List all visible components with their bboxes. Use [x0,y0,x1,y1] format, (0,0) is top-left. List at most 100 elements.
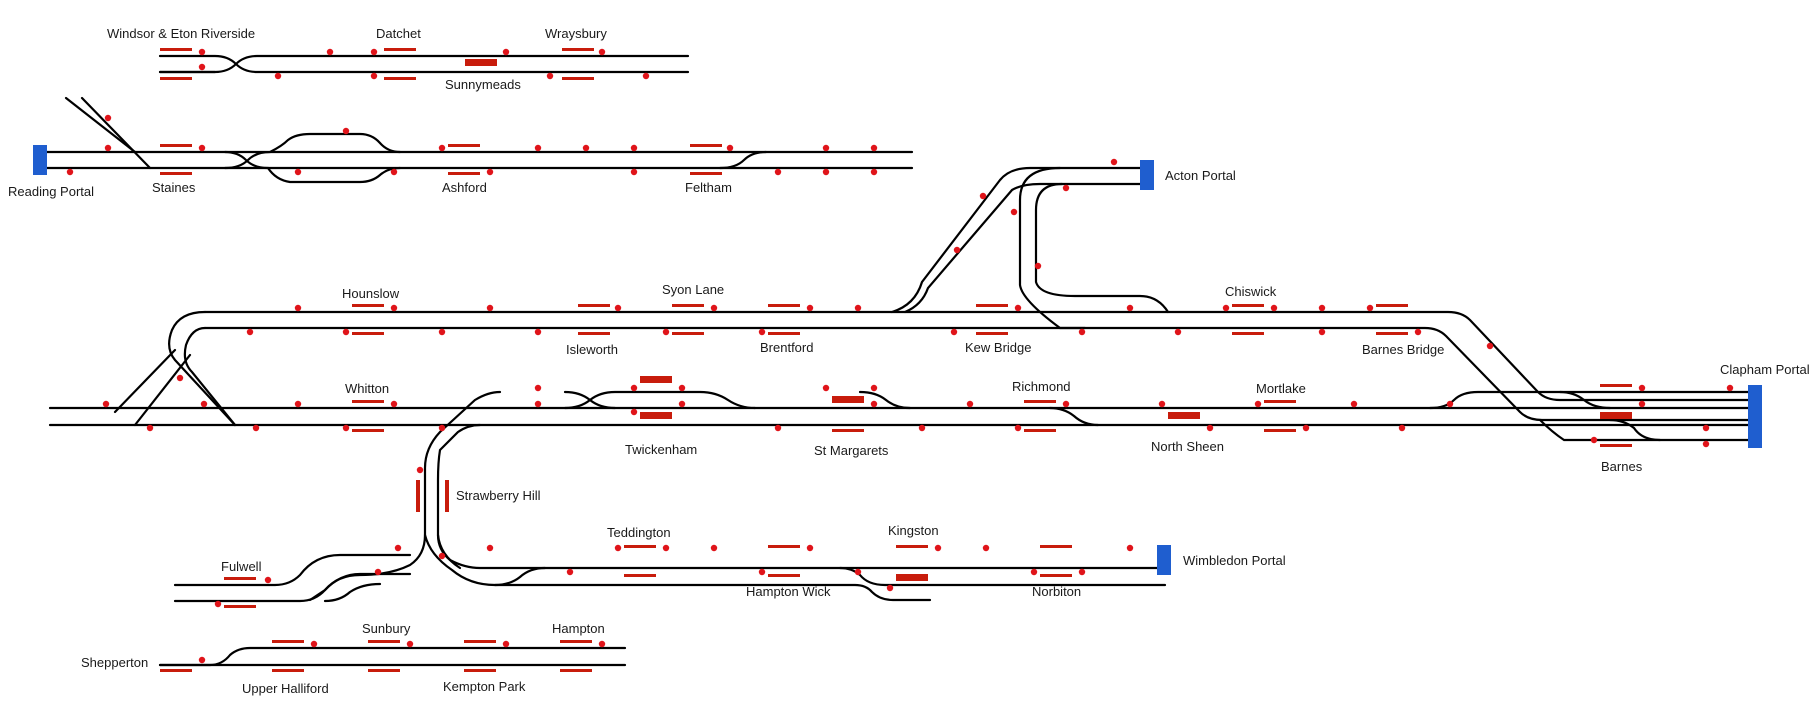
signal[interactable] [1206,424,1214,432]
shepperton-branch-track[interactable] [158,646,627,667]
signal[interactable] [1014,424,1022,432]
signal[interactable] [198,48,206,56]
signal[interactable] [198,656,206,664]
signal[interactable] [822,144,830,152]
signal[interactable] [198,144,206,152]
signal[interactable] [642,72,650,80]
signal[interactable] [502,640,510,648]
signal[interactable] [1318,328,1326,336]
signal[interactable] [774,168,782,176]
signal[interactable] [294,400,302,408]
signal[interactable] [390,168,398,176]
signal[interactable] [390,400,398,408]
signal[interactable] [710,304,718,312]
hounslow-line-track[interactable] [113,310,1754,427]
signal[interactable] [934,544,942,552]
signal[interactable] [534,144,542,152]
signal[interactable] [1318,304,1326,312]
signal[interactable] [342,127,350,135]
signal[interactable] [710,544,718,552]
windsor-branch-track[interactable] [158,54,690,74]
signal[interactable] [1062,184,1070,192]
signal[interactable] [294,304,302,312]
signal[interactable] [274,72,282,80]
signal[interactable] [486,304,494,312]
signal[interactable] [870,168,878,176]
signal[interactable] [614,544,622,552]
signal[interactable] [1158,400,1166,408]
signal[interactable] [1350,400,1358,408]
signal[interactable] [104,144,112,152]
signal[interactable] [310,640,318,648]
signal[interactable] [1034,262,1042,270]
signal[interactable] [630,144,638,152]
reading-line-track[interactable] [38,96,914,184]
signal[interactable] [534,328,542,336]
signal[interactable] [1010,208,1018,216]
clapham-portal-block[interactable] [1748,385,1762,448]
signal[interactable] [806,304,814,312]
signal[interactable] [486,168,494,176]
signal[interactable] [598,640,606,648]
signal[interactable] [1638,400,1646,408]
signal[interactable] [176,374,184,382]
signal[interactable] [438,144,446,152]
signal[interactable] [758,328,766,336]
signal[interactable] [950,328,958,336]
signal[interactable] [1702,424,1710,432]
signal[interactable] [390,304,398,312]
signal[interactable] [678,384,686,392]
signal[interactable] [198,63,206,71]
signal[interactable] [1270,304,1278,312]
signal[interactable] [726,144,734,152]
signal[interactable] [1014,304,1022,312]
signal[interactable] [982,544,990,552]
signal[interactable] [394,544,402,552]
kingston-loop-track[interactable] [173,390,1167,603]
signal[interactable] [630,168,638,176]
signal[interactable] [214,600,222,608]
signal[interactable] [678,400,686,408]
signal[interactable] [758,568,766,576]
reading-portal-block[interactable] [33,145,47,175]
signal[interactable] [374,568,382,576]
richmond-line-track[interactable] [48,390,1754,442]
signal[interactable] [979,192,987,200]
signal[interactable] [438,328,446,336]
signal[interactable] [582,144,590,152]
signal[interactable] [953,246,961,254]
signal[interactable] [370,48,378,56]
acton-portal-block[interactable] [1140,160,1154,190]
signal[interactable] [252,424,260,432]
signal[interactable] [870,400,878,408]
signal[interactable] [1174,328,1182,336]
signal[interactable] [546,72,554,80]
signal[interactable] [200,400,208,408]
acton-connection-track[interactable] [890,166,1170,330]
signal[interactable] [966,400,974,408]
signal[interactable] [326,48,334,56]
signal[interactable] [854,304,862,312]
wimbledon-portal-block[interactable] [1157,545,1171,575]
signal[interactable] [294,168,302,176]
signal[interactable] [342,424,350,432]
signal[interactable] [662,328,670,336]
signal[interactable] [534,400,542,408]
signal[interactable] [1030,568,1038,576]
signal[interactable] [1078,568,1086,576]
signal[interactable] [1302,424,1310,432]
signal[interactable] [104,114,112,122]
signal[interactable] [918,424,926,432]
signal[interactable] [1062,400,1070,408]
signal[interactable] [1126,544,1134,552]
signal[interactable] [1398,424,1406,432]
signal[interactable] [342,328,350,336]
signal[interactable] [806,544,814,552]
signal[interactable] [146,424,154,432]
signal[interactable] [662,544,670,552]
signal[interactable] [1638,384,1646,392]
signal[interactable] [66,168,74,176]
signal[interactable] [854,568,862,576]
signal[interactable] [1446,400,1454,408]
signal[interactable] [370,72,378,80]
